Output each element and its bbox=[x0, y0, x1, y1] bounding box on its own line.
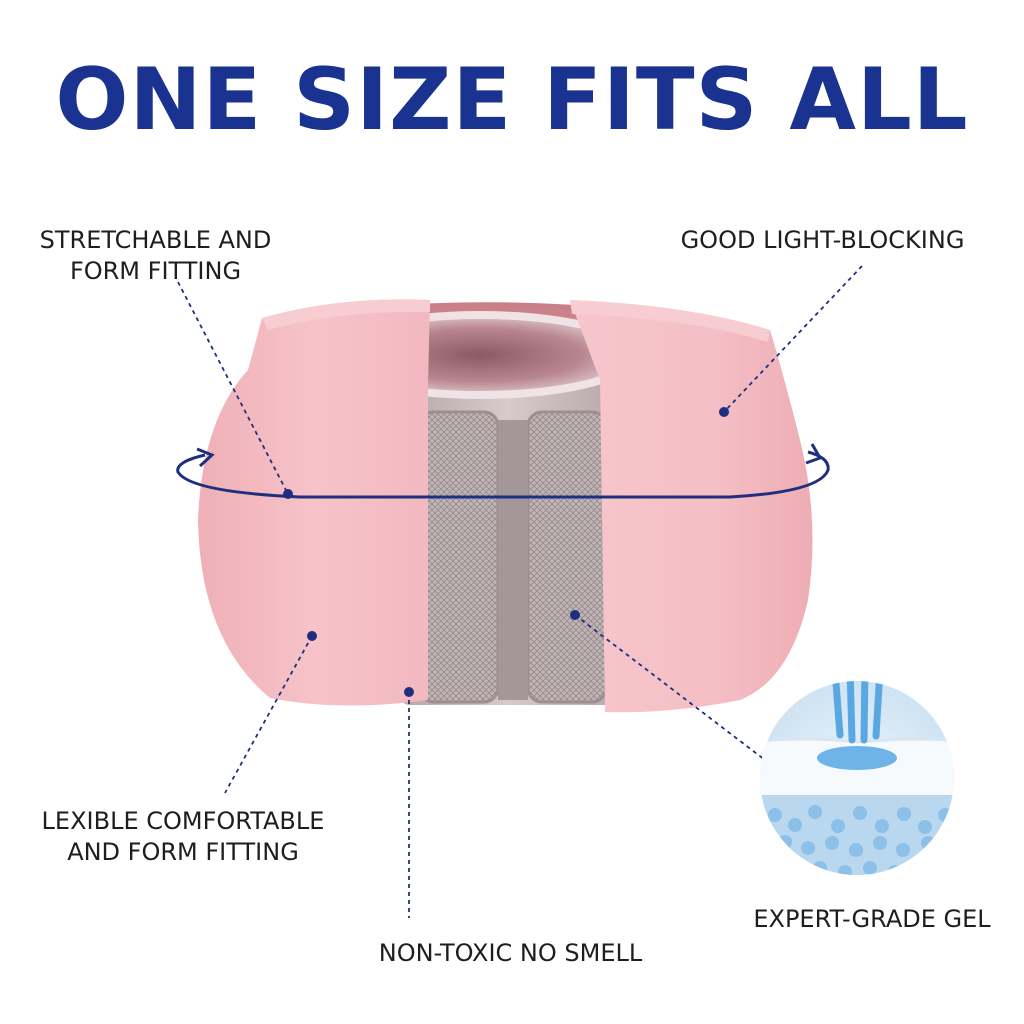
callout-non-toxic: NON-TOXIC NO SMELL bbox=[378, 939, 643, 967]
callout-dots bbox=[283, 407, 729, 697]
callout-leaders bbox=[177, 265, 863, 918]
pad-right-half bbox=[570, 300, 813, 713]
gel-bead-icon bbox=[760, 681, 954, 875]
callout-light-blocking: GOOD LIGHT-BLOCKING bbox=[680, 226, 965, 254]
rotation-arrow-icon bbox=[176, 443, 830, 499]
core-seam bbox=[498, 420, 528, 700]
mesh-panel-right bbox=[526, 410, 608, 704]
page-title: ONE SIZE FITS ALL bbox=[55, 50, 969, 150]
callout-gel: EXPERT-GRADE GEL bbox=[753, 905, 991, 933]
pad-left-half bbox=[198, 299, 430, 706]
pad-left-rim bbox=[262, 299, 430, 330]
pad-right-rim bbox=[570, 300, 770, 342]
mesh-panel-left bbox=[418, 410, 500, 704]
callout-flexible: LEXIBLE COMFORTABLE AND FORM FITTING bbox=[41, 807, 325, 866]
callout-stretchable: STRETCHABLE AND FORM FITTING bbox=[39, 226, 272, 285]
